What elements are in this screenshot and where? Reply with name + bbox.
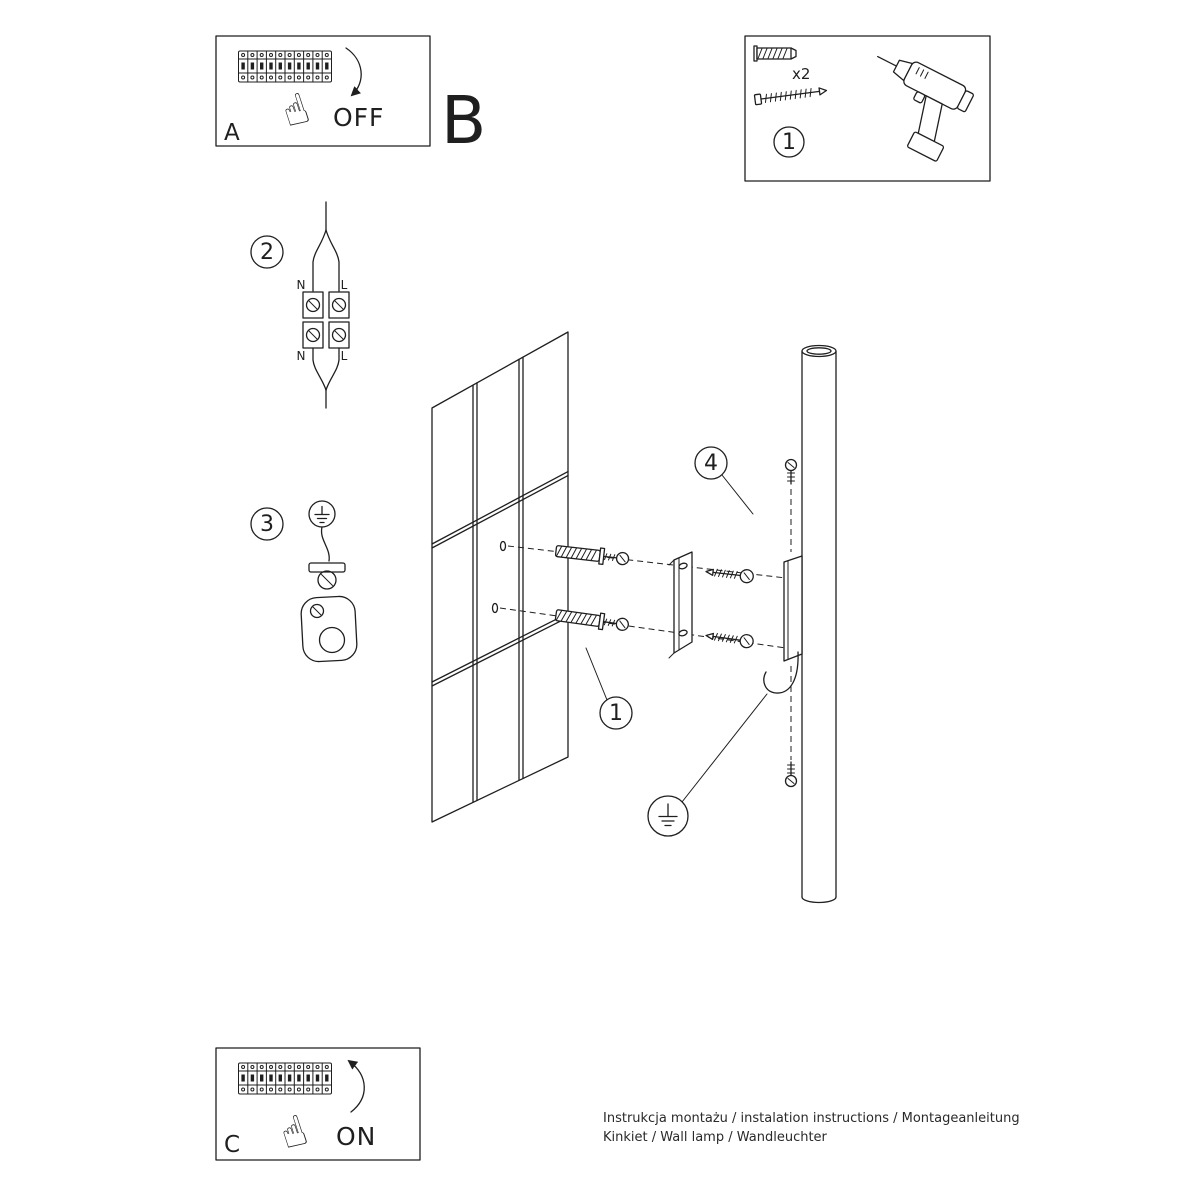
ground-badge	[647, 693, 768, 837]
panel-c-box: ☝ ON C	[215, 1047, 421, 1161]
panel-a-label: A	[224, 120, 240, 146]
svg-text:1: 1	[782, 130, 796, 155]
wall-anchor-top	[554, 545, 630, 566]
kit-box: x2 1	[744, 35, 991, 182]
mains-wire-icon	[312, 201, 340, 409]
panel-c-state: ON	[336, 1122, 376, 1151]
mounting-bracket	[668, 551, 693, 659]
switch-down-arrow-icon	[345, 47, 362, 97]
grounding-step: 3	[250, 500, 358, 663]
breaker-panel-icon	[238, 50, 332, 83]
hand-icon: ☝	[274, 1105, 313, 1160]
panel-c-label: C	[224, 1132, 240, 1158]
step-2-badge: 2	[250, 235, 284, 269]
footer-line2: Kinkiet / Wall lamp / Wandleuchter	[603, 1130, 828, 1145]
label-l-top: L	[341, 278, 348, 292]
label-n-bottom: N	[297, 349, 306, 363]
tile-wall	[431, 331, 569, 823]
power-cable	[763, 651, 799, 694]
step-3-badge: 3	[250, 507, 284, 541]
set-screw-bottom	[784, 761, 798, 788]
mounting-screw-top	[705, 568, 754, 584]
assembly-axis	[507, 545, 787, 579]
ground-symbol-icon	[308, 500, 336, 528]
label-l-bottom: L	[341, 349, 348, 363]
svg-text:3: 3	[260, 512, 274, 537]
step-4-badge: 4	[694, 446, 754, 515]
lamp-mount-plate	[783, 555, 803, 662]
anchors-step-1-badge: 1	[585, 647, 633, 730]
lamp-tube	[801, 344, 837, 904]
switch-up-arrow-icon	[347, 1059, 365, 1113]
footer-line1: Instrukcja montażu / instalation instruc…	[603, 1111, 1020, 1126]
wall-anchor-bottom	[554, 609, 629, 631]
anchor-count: x2	[792, 65, 810, 83]
panel-a-box: ☝ OFF A	[215, 35, 431, 147]
drill-icon	[877, 55, 974, 162]
screw-icon	[753, 87, 828, 106]
cable-clamp-icon	[300, 562, 358, 663]
mounting-screw-bottom	[705, 632, 754, 649]
drill-hole	[491, 602, 499, 614]
assembly-axis	[499, 607, 787, 649]
terminal-block-icon	[302, 291, 350, 349]
wiring-step: 2 N L N L	[250, 201, 350, 409]
step-1-badge: 1	[773, 126, 805, 158]
ground-wire	[320, 526, 330, 562]
wall-plug-icon	[753, 45, 797, 62]
drill-hole	[499, 540, 507, 552]
label-n-top: N	[297, 278, 306, 292]
svg-text:4: 4	[704, 451, 718, 476]
section-b-label: B	[441, 82, 486, 159]
svg-text:2: 2	[260, 240, 274, 265]
set-screw-top	[784, 458, 798, 485]
hand-icon: ☝	[276, 83, 315, 138]
panel-a-state: OFF	[333, 103, 384, 132]
breaker-panel-icon	[238, 1062, 332, 1095]
svg-text:1: 1	[609, 701, 623, 726]
